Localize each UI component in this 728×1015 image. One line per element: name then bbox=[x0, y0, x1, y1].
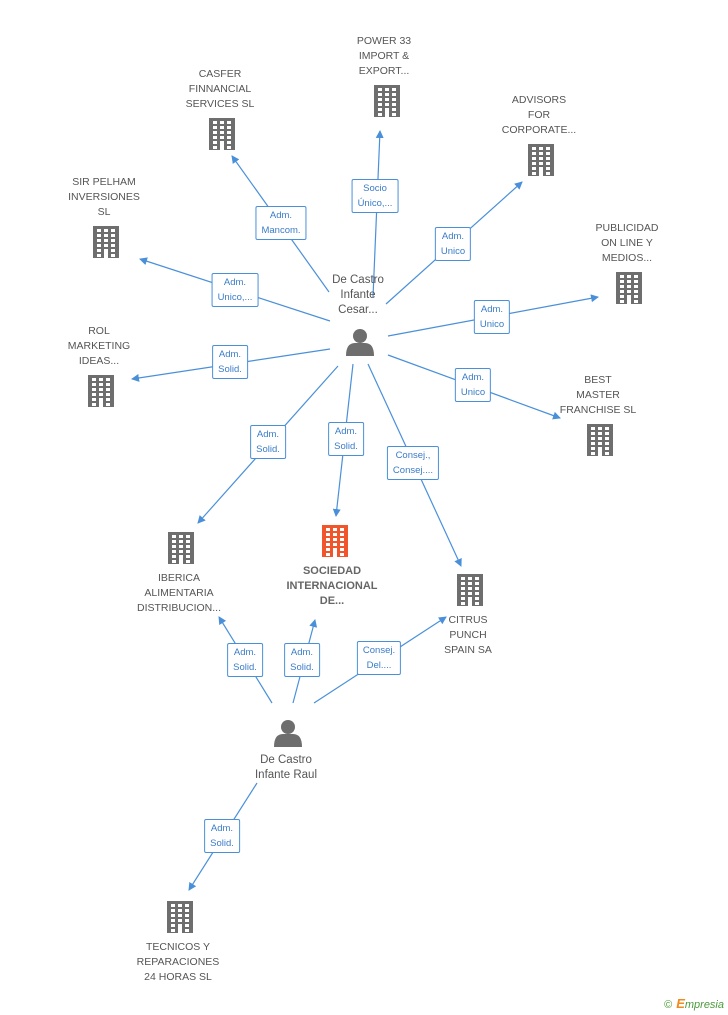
edge-label-raul-tecnicos[interactable]: Adm. Solid. bbox=[204, 819, 240, 853]
edge-label-raul-sociedad[interactable]: Adm. Solid. bbox=[284, 643, 320, 677]
company-label-power33[interactable]: POWER 33 IMPORT & EXPORT... bbox=[356, 35, 412, 77]
edge-label-raul-iberica[interactable]: Adm. Solid. bbox=[227, 643, 263, 677]
company-label-iberica[interactable]: IBERICA ALIMENTARIA DISTRIBUCION... bbox=[136, 572, 221, 614]
building-icon-sociedad[interactable] bbox=[322, 525, 348, 557]
person-label-cesar[interactable]: De Castro Infante Cesar... bbox=[332, 274, 384, 316]
company-label-citrus[interactable]: CITRUS PUNCH SPAIN SA bbox=[444, 614, 492, 656]
person-icon-cesar[interactable] bbox=[346, 329, 374, 356]
edge-label-cesar-sociedad[interactable]: Adm. Solid. bbox=[328, 422, 364, 456]
edge-label-cesar-casfer[interactable]: Adm. Mancom. bbox=[255, 206, 307, 240]
edge-cesar-power33 bbox=[372, 130, 384, 298]
edge-label-raul-citrus[interactable]: Consej. Del.... bbox=[356, 641, 402, 675]
building-icon-sirpelham[interactable] bbox=[93, 226, 119, 258]
building-icon-casfer[interactable] bbox=[209, 118, 235, 150]
edge-label-cesar-advisors[interactable]: Adm. Unico bbox=[434, 227, 472, 261]
company-label-casfer[interactable]: CASFER FINNANCIAL SERVICES SL bbox=[185, 68, 255, 110]
building-icon-iberica[interactable] bbox=[168, 532, 194, 564]
company-label-bestmaster[interactable]: BEST MASTER FRANCHISE SL bbox=[559, 374, 637, 416]
company-label-publicidad[interactable]: PUBLICIDAD ON LINE Y MEDIOS... bbox=[595, 222, 659, 264]
building-icon-advisors[interactable] bbox=[528, 144, 554, 176]
edge-label-cesar-power33[interactable]: Socio Único,... bbox=[351, 179, 399, 213]
edge-label-cesar-bestmaster[interactable]: Adm. Unico bbox=[454, 368, 492, 402]
company-label-advisors[interactable]: ADVISORS FOR CORPORATE... bbox=[501, 94, 577, 136]
person-icon-raul[interactable] bbox=[274, 720, 302, 747]
building-icon-rol[interactable] bbox=[88, 375, 114, 407]
building-icon-publicidad[interactable] bbox=[616, 272, 642, 304]
empresia-watermark: ©Empresia bbox=[664, 996, 724, 1011]
company-label-tecnicos[interactable]: TECNICOS Y REPARACIONES 24 HORAS SL bbox=[136, 941, 220, 983]
building-icon-tecnicos[interactable] bbox=[167, 901, 193, 933]
building-icon-bestmaster[interactable] bbox=[587, 424, 613, 456]
person-label-raul[interactable]: De Castro Infante Raul bbox=[254, 754, 317, 781]
company-label-sirpelham[interactable]: SIR PELHAM INVERSIONES SL bbox=[68, 176, 140, 218]
edge-label-cesar-citrus[interactable]: Consej., Consej.... bbox=[386, 446, 440, 480]
company-label-rol[interactable]: ROL MARKETING IDEAS... bbox=[67, 325, 131, 367]
building-icon-power33[interactable] bbox=[374, 85, 400, 117]
company-label-sociedad[interactable]: SOCIEDAD INTERNACIONAL DE... bbox=[286, 565, 378, 607]
edge-label-cesar-sirpelham[interactable]: Adm. Unico,... bbox=[211, 273, 259, 307]
edge-label-cesar-publicidad[interactable]: Adm. Unico bbox=[473, 300, 511, 334]
edge-label-cesar-iberica[interactable]: Adm. Solid. bbox=[250, 425, 286, 459]
building-icon-citrus[interactable] bbox=[457, 574, 483, 606]
edge-label-cesar-rol[interactable]: Adm. Solid. bbox=[212, 345, 248, 379]
